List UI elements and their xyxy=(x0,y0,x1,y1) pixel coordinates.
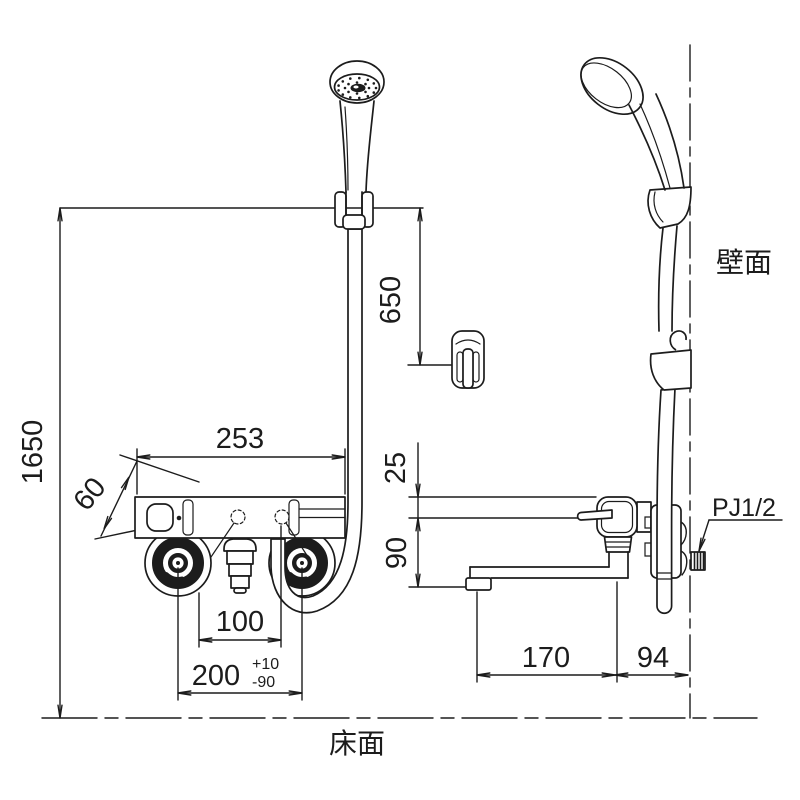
floor-surface-label: 床面 xyxy=(329,728,385,759)
wall-surface-label: 壁面 xyxy=(716,247,772,278)
hose-side-lower xyxy=(657,388,675,613)
temperature-dial xyxy=(147,504,173,531)
reference-lines xyxy=(42,45,757,718)
dim-25-label: 25 xyxy=(380,452,412,484)
spray-hole-dot xyxy=(367,86,371,90)
pipe-connection-label: PJ1/2 xyxy=(712,494,776,522)
pipe-fitting-side xyxy=(691,552,705,570)
lever-handle-side xyxy=(578,510,612,520)
arrowhead xyxy=(122,477,130,489)
dim-200-tol-plus: +10 xyxy=(252,656,279,673)
arrowhead xyxy=(104,517,112,529)
spray-hole-dot xyxy=(347,90,350,94)
shower-head-side xyxy=(570,46,684,190)
faucet-body-front xyxy=(135,497,345,538)
spray-hole-dot xyxy=(343,86,347,90)
dim-1650-label: 1650 xyxy=(17,420,49,485)
wall-flange xyxy=(681,522,686,545)
pipe-center-left xyxy=(231,510,245,524)
spray-hole-dot xyxy=(341,93,345,96)
spray-hole-dot xyxy=(364,90,367,94)
spray-hole-dot xyxy=(355,92,359,95)
faucet-side xyxy=(466,497,637,590)
hanger-hook-front xyxy=(452,331,484,388)
dim-650-label: 650 xyxy=(375,276,407,324)
spray-hole-dot xyxy=(366,94,370,98)
index-dot xyxy=(176,515,182,521)
dim-100-label: 100 xyxy=(216,606,264,638)
shower-hose-front xyxy=(271,229,362,613)
front-view xyxy=(135,61,484,613)
arrowhead xyxy=(332,455,345,459)
arrowhead xyxy=(418,352,422,365)
arrowhead xyxy=(416,518,420,531)
spray-hole-dot xyxy=(372,82,376,85)
hose-side-upper xyxy=(659,228,663,331)
spray-hole-dot xyxy=(341,80,345,83)
spray-hole-dot xyxy=(355,81,359,84)
arrowhead xyxy=(137,455,150,459)
spray-hole-dot xyxy=(347,82,350,86)
spray-hole-dot xyxy=(349,96,352,99)
spray-hole-dot xyxy=(358,76,361,80)
dim-200-tol-minus: -90 xyxy=(252,674,275,691)
spray-hole-dot xyxy=(374,86,378,90)
spray-hole-dot xyxy=(366,78,370,82)
dim-94-label: 94 xyxy=(637,642,669,674)
spray-hole-dot xyxy=(358,96,361,100)
hose-hook-side xyxy=(651,331,691,390)
dimension-labels: 1650 650 253 60 25 90 100 200 +10 -90 17… xyxy=(17,247,776,759)
spray-hole-dot xyxy=(364,82,367,86)
aerator-tip xyxy=(466,578,491,590)
spray-hole-dot xyxy=(337,89,340,92)
spray-hole-dot xyxy=(372,91,376,94)
shower-holder-side xyxy=(648,187,691,228)
arrowhead xyxy=(418,208,422,221)
arrowhead xyxy=(675,673,688,677)
side-view xyxy=(466,46,705,613)
spout-front xyxy=(224,539,256,593)
arrowhead xyxy=(416,574,420,587)
arrowhead xyxy=(699,538,705,551)
arrowhead xyxy=(416,484,420,497)
dim-200-label: 200 xyxy=(192,660,240,692)
shower-head-front xyxy=(330,61,384,192)
spout-side xyxy=(466,552,628,590)
arrowhead xyxy=(615,673,628,677)
dim-90-label: 90 xyxy=(381,537,413,569)
spray-hole-dot xyxy=(337,84,340,87)
shower-holder-front xyxy=(335,192,373,229)
spray-hole-dot xyxy=(349,77,352,80)
spray-holes xyxy=(337,76,378,100)
arrowhead xyxy=(58,705,62,718)
dim-60-label: 60 xyxy=(67,472,112,517)
arrowhead xyxy=(58,208,62,221)
pipe-center-right xyxy=(275,510,289,524)
overlay-extension-lines xyxy=(178,510,617,700)
dim-170-label: 170 xyxy=(522,642,570,674)
dim-253-label: 253 xyxy=(216,423,264,455)
